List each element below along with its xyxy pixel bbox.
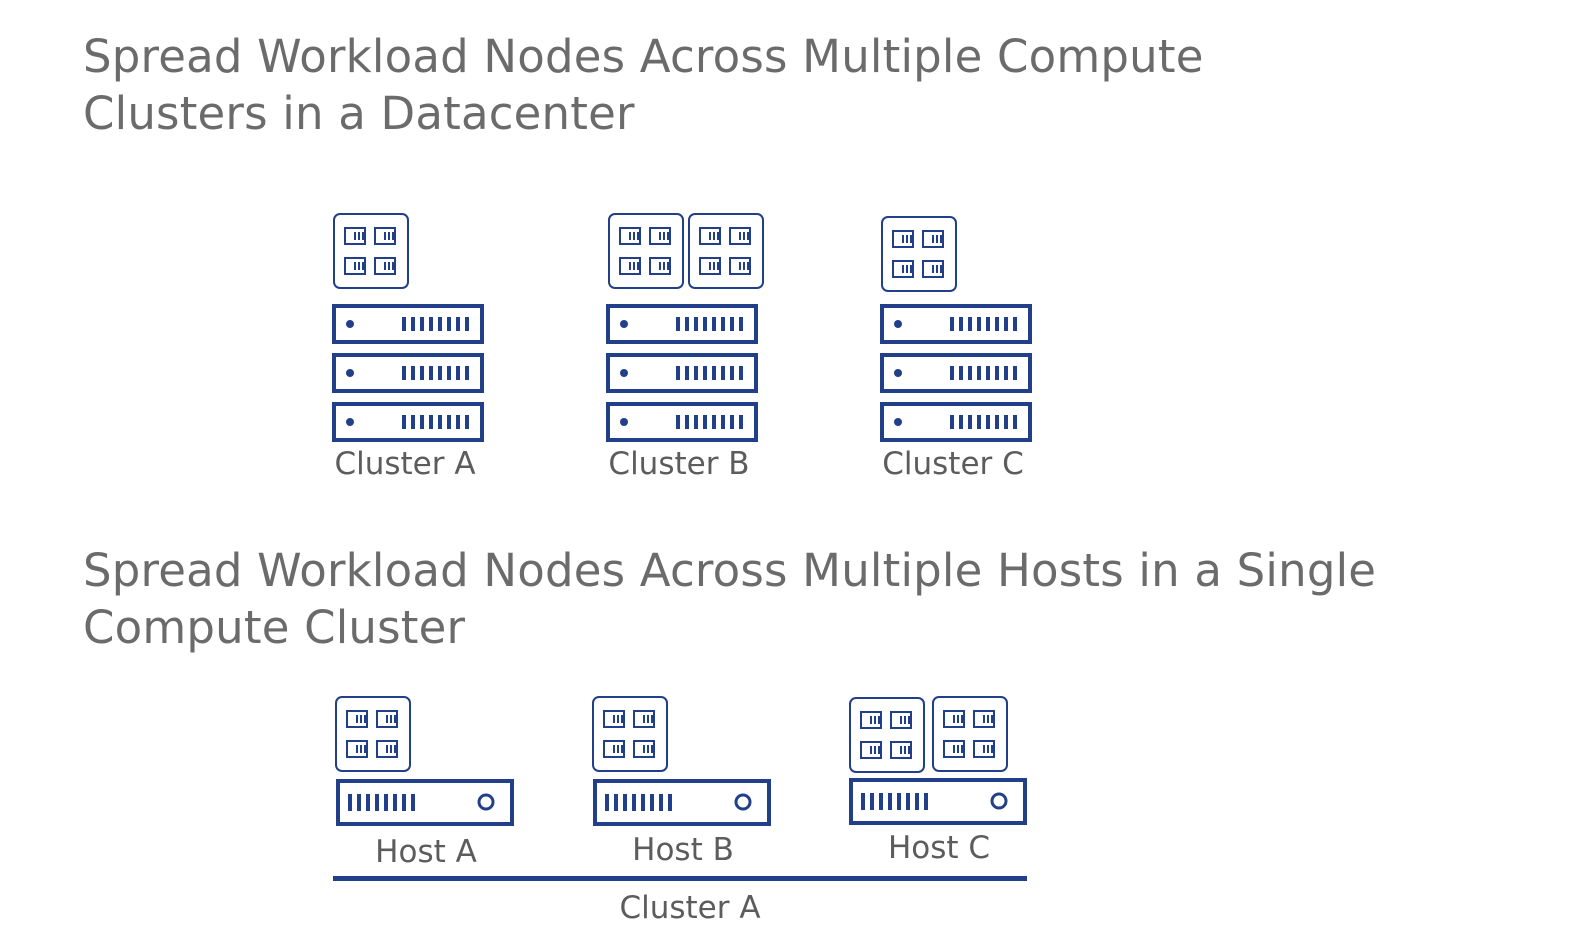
rack-server-icon <box>880 304 1032 344</box>
node-group-icon <box>932 696 1008 772</box>
node-group-icon <box>608 213 684 289</box>
host-server-icon <box>593 779 771 826</box>
cluster-label-cluster-c: Cluster C <box>882 446 1024 482</box>
rack-server-icon <box>606 353 758 393</box>
rack-server-icon <box>880 402 1032 442</box>
rack-server-icon <box>332 402 484 442</box>
cluster-label-cluster-a: Cluster A <box>334 446 476 482</box>
node-group-icon <box>335 696 411 772</box>
rack-server-icon <box>606 402 758 442</box>
cluster-a-label: Cluster A <box>619 890 761 926</box>
host-server-icon <box>336 779 514 826</box>
section-1-title: Spread Workload Nodes Across Multiple Co… <box>83 30 1204 140</box>
host-label-host-a: Host A <box>375 834 477 870</box>
node-group-icon <box>849 697 925 773</box>
node-group-icon <box>333 213 409 289</box>
cluster-divider-line <box>333 876 1027 881</box>
node-group-icon <box>592 696 668 772</box>
host-label-host-c: Host C <box>887 830 991 866</box>
rack-server-icon <box>332 353 484 393</box>
cluster-label-cluster-b: Cluster B <box>608 446 750 482</box>
rack-server-icon <box>606 304 758 344</box>
rack-server-icon <box>332 304 484 344</box>
host-server-icon <box>849 778 1027 825</box>
node-group-icon <box>688 213 764 289</box>
rack-server-icon <box>880 353 1032 393</box>
section-2-title: Spread Workload Nodes Across Multiple Ho… <box>83 544 1377 654</box>
host-label-host-b: Host B <box>632 832 734 868</box>
node-group-icon <box>881 216 957 292</box>
